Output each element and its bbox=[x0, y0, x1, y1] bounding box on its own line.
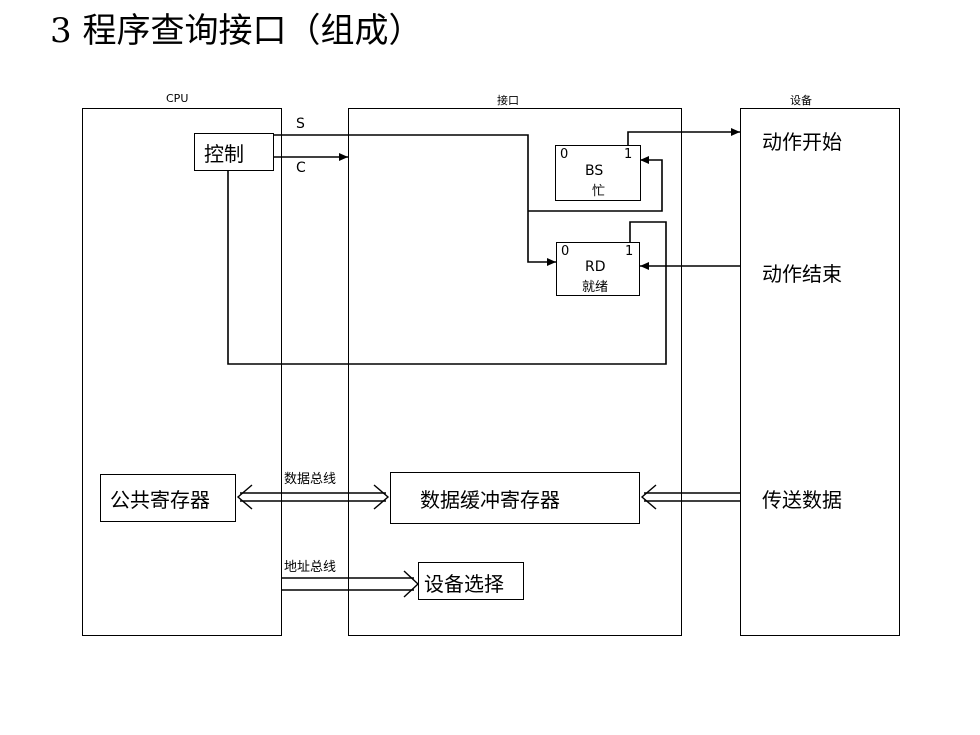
address-bus-label: 地址总线 bbox=[284, 560, 337, 575]
bs-output-1: 1 bbox=[624, 147, 633, 162]
arrow-c bbox=[339, 153, 348, 161]
bs-sub: 忙 bbox=[592, 184, 606, 199]
rd-name: RD bbox=[585, 259, 606, 275]
interface-block bbox=[348, 108, 682, 636]
arrow-action-end bbox=[640, 262, 649, 270]
rd-input-0: 0 bbox=[561, 244, 570, 259]
interface-header: 接口 bbox=[497, 94, 519, 107]
data-buffer-label: 数据缓冲寄存器 bbox=[420, 488, 560, 512]
rd-feedback-wire bbox=[227, 171, 667, 365]
device-select-label: 设备选择 bbox=[424, 572, 504, 596]
device-block bbox=[740, 108, 900, 636]
action-start-wire bbox=[627, 131, 740, 145]
transfer-arrow bbox=[640, 484, 657, 510]
action-start-label: 动作开始 bbox=[762, 130, 842, 154]
device-select-box bbox=[418, 562, 524, 600]
rd-sub: 就绪 bbox=[582, 280, 609, 295]
bs-input-0: 0 bbox=[560, 147, 569, 162]
data-bus-left-arrow bbox=[236, 484, 253, 510]
data-buffer-box bbox=[390, 472, 640, 524]
data-bus-label: 数据总线 bbox=[284, 472, 337, 487]
cpu-block bbox=[82, 108, 282, 636]
arrow-rd-in bbox=[547, 258, 556, 266]
data-bus-right-arrow bbox=[373, 484, 390, 510]
signal-c-label: C bbox=[296, 160, 306, 176]
control-label: 控制 bbox=[204, 142, 244, 166]
signal-s-wire bbox=[274, 134, 556, 263]
device-header: 设备 bbox=[790, 94, 812, 107]
common-register-label: 公共寄存器 bbox=[110, 488, 210, 512]
page-title: 3 程序查询接口（组成） bbox=[50, 11, 423, 51]
signal-s-label: S bbox=[296, 116, 305, 132]
bs-flipflop bbox=[555, 145, 641, 201]
junction-wire bbox=[528, 159, 663, 212]
arrow-bs-feedback bbox=[640, 156, 649, 164]
control-box bbox=[194, 133, 274, 171]
bs-name: BS bbox=[585, 163, 604, 179]
common-register-box bbox=[100, 474, 236, 522]
rd-output-1: 1 bbox=[625, 244, 634, 259]
action-end-label: 动作结束 bbox=[762, 262, 842, 286]
transfer-data-label: 传送数据 bbox=[762, 488, 842, 512]
cpu-header: CPU bbox=[166, 92, 189, 105]
rd-flipflop bbox=[556, 242, 640, 296]
address-bus-arrow bbox=[403, 570, 420, 598]
arrow-action-start bbox=[731, 128, 740, 136]
